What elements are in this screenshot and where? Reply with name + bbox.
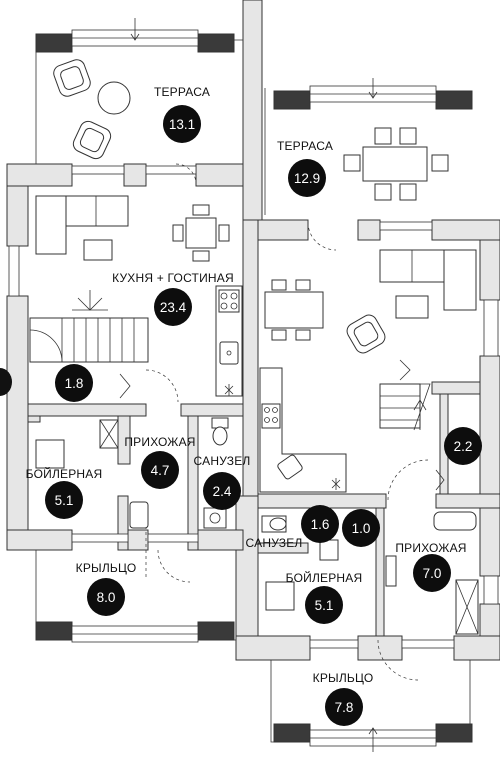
svg-text:5.1: 5.1: [315, 598, 334, 613]
svg-text:7.8: 7.8: [335, 700, 354, 715]
area-badge-bath-right: 1.6: [301, 505, 339, 543]
furniture-left: [29, 59, 243, 529]
svg-text:1.0: 1.0: [352, 521, 371, 536]
area-badge-terrace-right: 12.9: [288, 159, 326, 197]
room-label-hall-left: ПРИХОЖАЯ: [124, 435, 195, 449]
area-badge-stair-right: 2.2: [444, 427, 482, 465]
svg-text:8.0: 8.0: [97, 590, 116, 605]
area-badge-boiler-right: 5.1: [305, 586, 343, 624]
area-badge-hall-left: 4.7: [141, 451, 179, 489]
area-badge-porch-right: 7.8: [325, 688, 363, 726]
svg-text:1.6: 1.6: [311, 517, 330, 532]
walls-left: [6, 0, 263, 661]
area-badges: 13.1 12.9 23.4 1.8 4.7 5.1 2.4 8.0: [45, 105, 482, 726]
area-badge-closet-right: 1.0: [342, 509, 380, 547]
area-badge-kitchen-living: 23.4: [154, 288, 192, 326]
room-label-porch-left: КРЫЛЬЦО: [76, 561, 137, 575]
furniture-right: [259, 127, 479, 635]
edge-indicator: [0, 368, 12, 396]
walls-right: [235, 219, 500, 661]
room-label-hall-right: ПРИХОЖАЯ: [395, 541, 466, 555]
room-label-boiler-right: БОЙЛЕРНАЯ: [286, 570, 363, 585]
area-badge-bath-left: 2.4: [203, 472, 241, 510]
area-badge-porch-left: 8.0: [87, 578, 125, 616]
room-label-porch-right: КРЫЛЬЦО: [313, 671, 374, 685]
area-badge-hall-right: 7.0: [413, 554, 451, 592]
svg-text:4.7: 4.7: [151, 463, 170, 478]
area-badge-stair-left: 1.8: [55, 364, 93, 402]
room-labels: ТЕРРАСА ТЕРРАСА КУХНЯ + ГОСТИНАЯ ПРИХОЖА…: [26, 85, 467, 685]
svg-text:23.4: 23.4: [160, 300, 187, 315]
svg-text:12.9: 12.9: [294, 171, 320, 186]
room-label-kitchen-living: КУХНЯ + ГОСТИНАЯ: [112, 271, 234, 285]
room-label-bath-left: САНУЗЕЛ: [194, 454, 251, 468]
room-label-boiler-left: БОЙЛЕРНАЯ: [26, 466, 103, 481]
svg-text:7.0: 7.0: [423, 566, 442, 581]
room-label-bath-right: САНУЗЕЛ: [246, 536, 303, 550]
svg-text:5.1: 5.1: [55, 493, 74, 508]
windows: [8, 18, 499, 752]
svg-text:2.4: 2.4: [213, 484, 232, 499]
svg-text:2.2: 2.2: [454, 439, 473, 454]
area-badge-boiler-left: 5.1: [45, 481, 83, 519]
room-label-terrace-right: ТЕРРАСА: [277, 139, 333, 153]
room-label-terrace-left: ТЕРРАСА: [154, 85, 210, 99]
area-badge-terrace-left: 13.1: [163, 105, 201, 143]
svg-text:1.8: 1.8: [65, 376, 84, 391]
svg-text:13.1: 13.1: [169, 117, 195, 132]
doors: [145, 163, 429, 681]
